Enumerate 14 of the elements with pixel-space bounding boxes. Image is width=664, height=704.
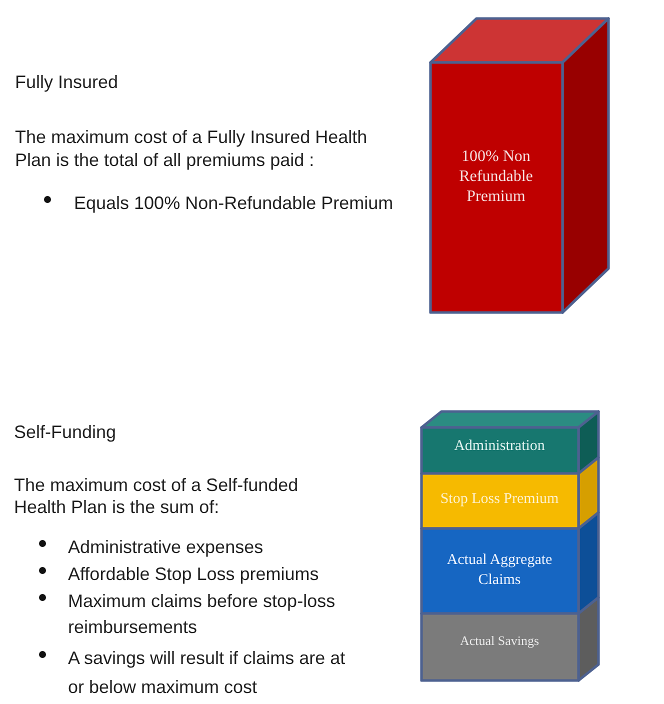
layer-label: Actual Aggregate Claims xyxy=(446,551,554,590)
layer-label: Actual Savings xyxy=(458,632,540,650)
bullet-item: Equals 100% Non-Refundable Premium xyxy=(74,192,394,214)
section-heading: Fully Insured xyxy=(15,71,118,93)
bullet-item: Administrative expenses xyxy=(68,536,264,558)
paragraph: The maximum cost of a Self-funded Health Plan is the sum of: xyxy=(14,474,300,518)
layer-label: Administration xyxy=(453,437,546,456)
bullet-item: Affordable Stop Loss premiums xyxy=(68,563,319,585)
paragraph: The maximum cost of a Fully Insured Health Plan is the total of all premiums paid : xyxy=(15,126,368,172)
bullet-item: A savings will result if claims are at or below maximum cost xyxy=(68,647,346,699)
section-heading: Self-Funding xyxy=(14,421,116,443)
block-label: 100% Non Refundable Premium xyxy=(458,147,534,207)
bullet-item: Maximum claims before stop-loss reimbursements xyxy=(68,590,336,639)
layer-label: Stop Loss Premium xyxy=(439,490,560,509)
